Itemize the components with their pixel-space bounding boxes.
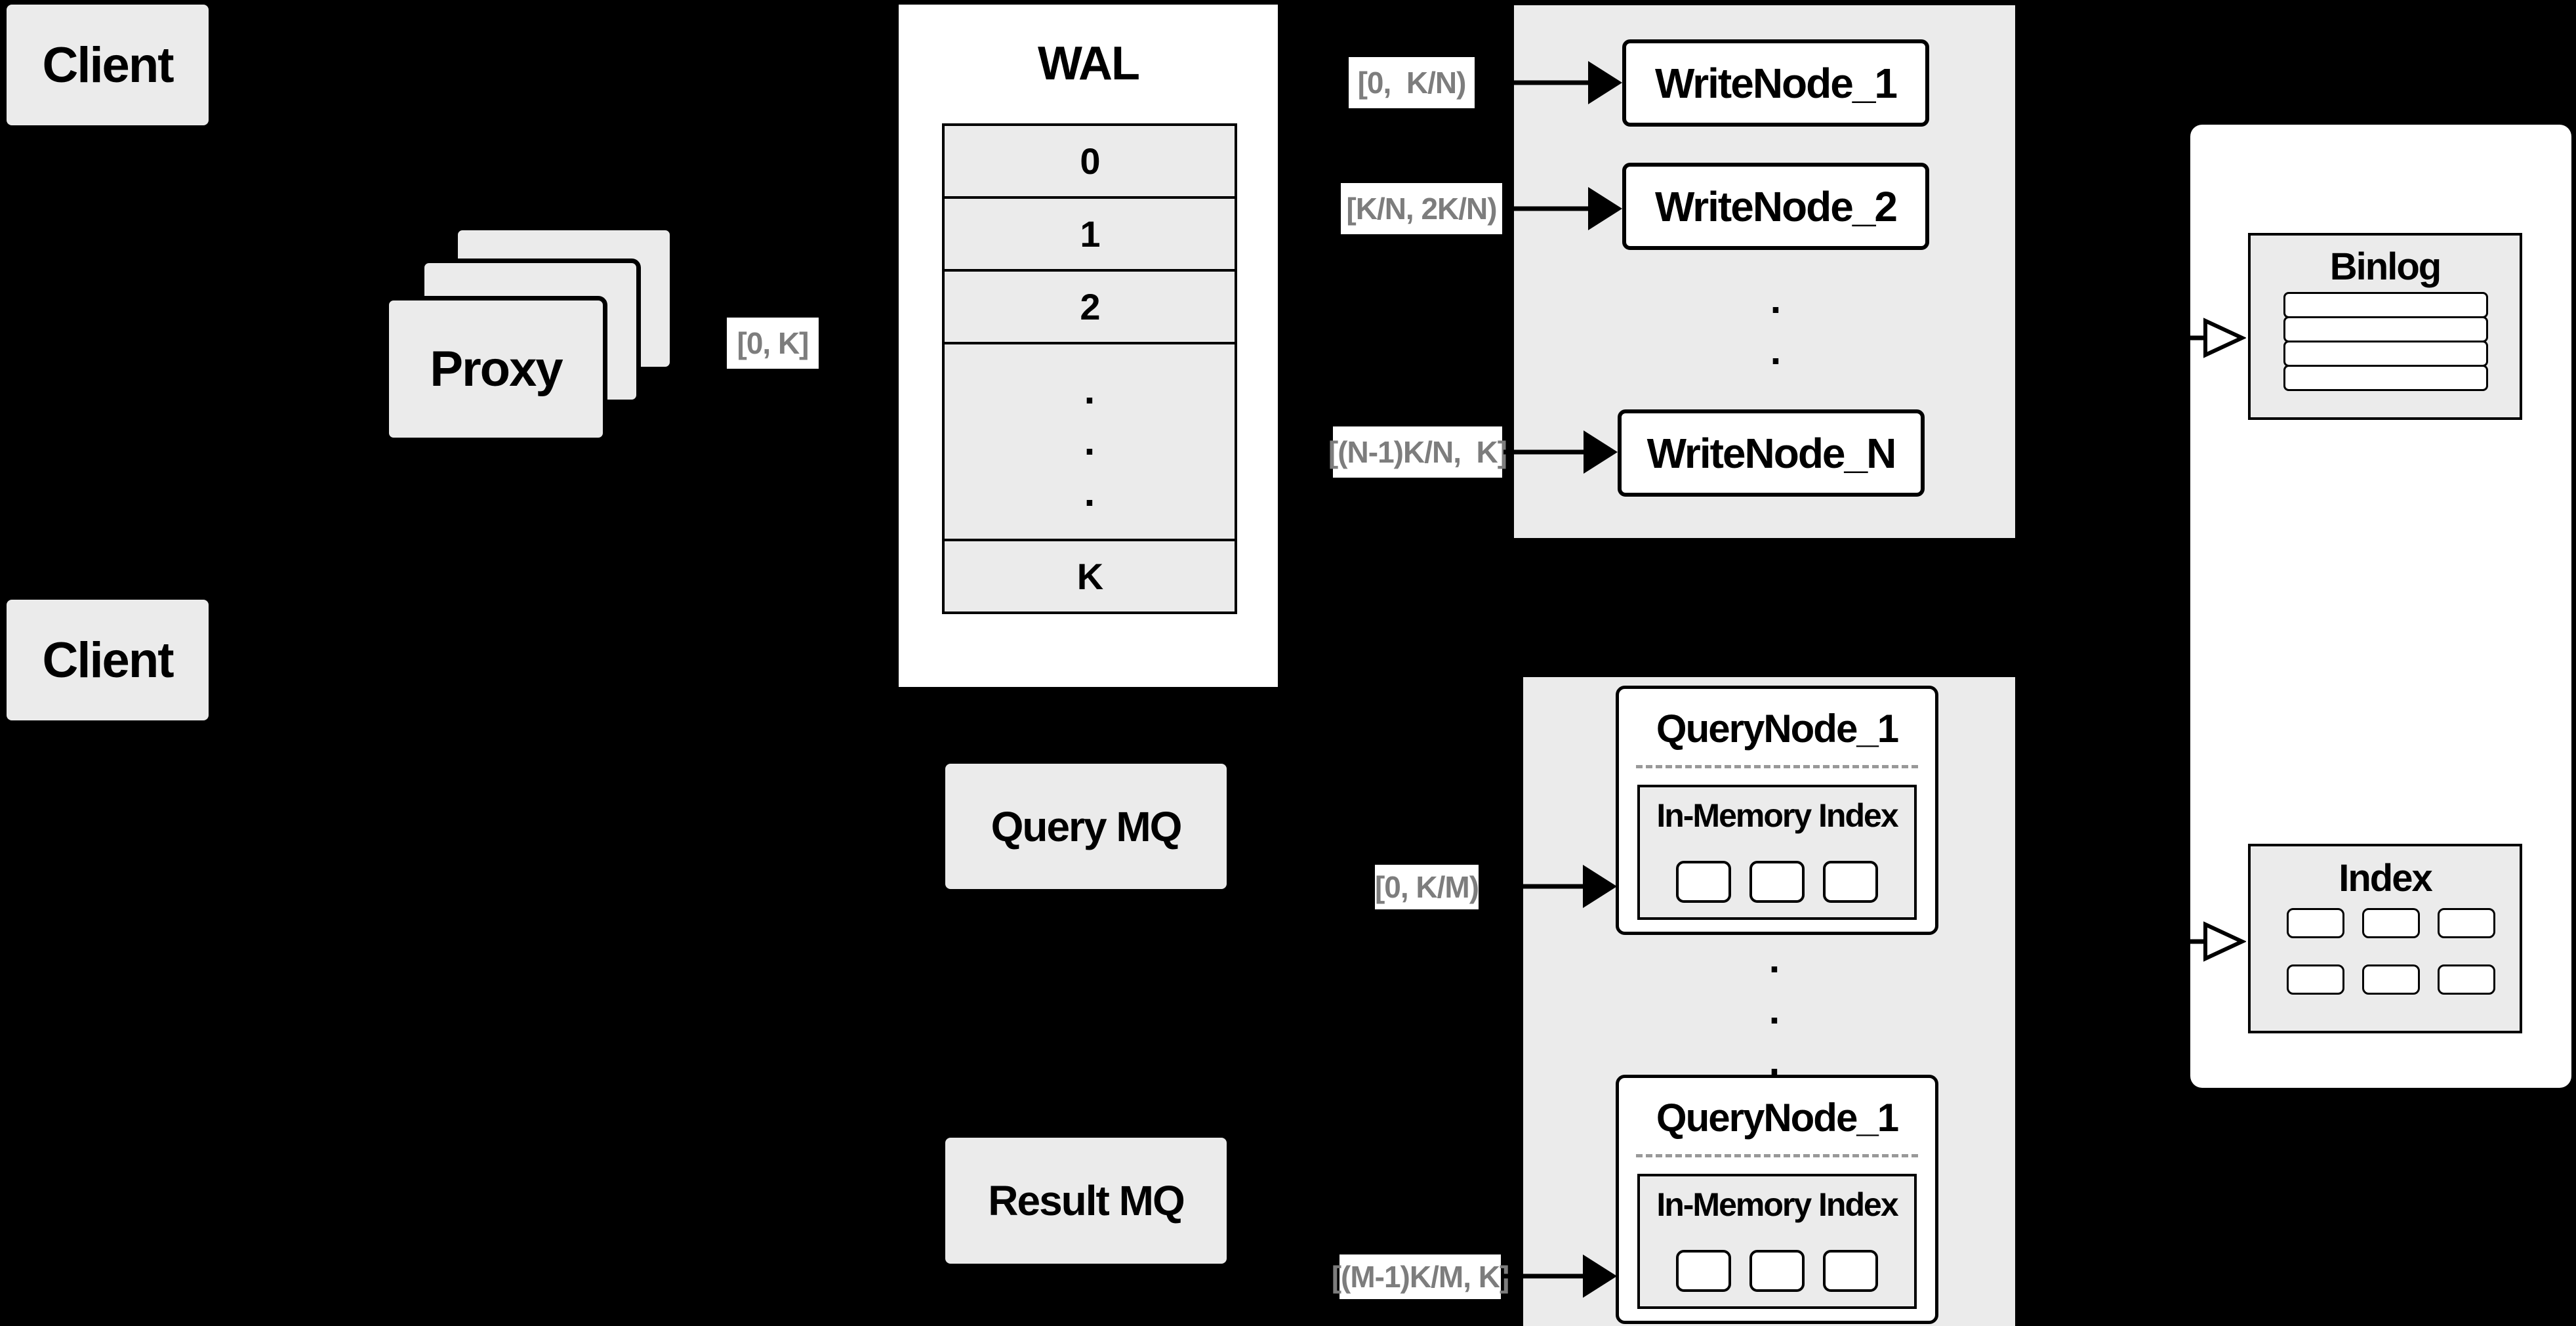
hollow-arrowhead-icon — [2203, 921, 2246, 962]
range-label-write-2: [K/N, 2K/N) — [1341, 183, 1502, 234]
write-ellipsis-dots: . . . — [1770, 278, 1782, 424]
binlog-rows — [2283, 292, 2488, 391]
write-node-ellipsis: . . . — [1756, 272, 1795, 430]
memory-cell — [1749, 1250, 1805, 1292]
client-bottom-label: Client — [42, 632, 174, 688]
index-cells — [2287, 908, 2495, 995]
index-cell — [2438, 908, 2495, 938]
write-node-1: WriteNode_1 — [1622, 39, 1929, 127]
arrow-to-querynode-top — [1480, 864, 1617, 909]
binlog-row — [2283, 341, 2488, 367]
range-label-query-1: [0, K/M) — [1375, 865, 1479, 909]
memory-cell — [1676, 861, 1731, 903]
range-label-proxy: [0, K] — [727, 318, 819, 369]
arrowhead-icon — [1588, 187, 1622, 230]
arrow-shaft — [1476, 80, 1591, 85]
binlog-row — [2283, 316, 2488, 342]
arrow-shaft — [1480, 884, 1585, 889]
query-mq-label: Query MQ — [991, 802, 1183, 850]
arrow-to-writenode-n — [1503, 430, 1618, 474]
index-title: Index — [2339, 856, 2433, 900]
proxy-label: Proxy — [430, 341, 563, 397]
in-memory-index-box-top: In-Memory Index — [1637, 785, 1917, 920]
wal-title: WAL — [1038, 37, 1140, 90]
query-node-bottom-title: QueryNode_1 — [1656, 1095, 1899, 1140]
memory-cell — [1749, 861, 1805, 903]
write-node-2: WriteNode_2 — [1622, 163, 1929, 250]
memory-cell — [1823, 1250, 1878, 1292]
arrow-to-writenode-2 — [1503, 186, 1622, 231]
range-label-write-n: [(N-1)K/N, K] — [1328, 426, 1507, 478]
client-box-top: Client — [7, 5, 209, 125]
query-node-bottom: QueryNode_1 In-Memory Index — [1616, 1075, 1938, 1324]
in-memory-index-title: In-Memory Index — [1656, 1186, 1898, 1223]
hollow-arrow-to-index — [2144, 921, 2246, 962]
result-mq-label: Result MQ — [988, 1177, 1185, 1224]
range-label-write-1: [0, K/N) — [1349, 57, 1475, 108]
dashed-divider — [1636, 765, 1918, 768]
binlog-row — [2283, 292, 2488, 318]
query-node-top: QueryNode_1 In-Memory Index — [1616, 686, 1938, 935]
wal-row-1: 1 — [942, 196, 1237, 272]
wal-row-0: 0 — [942, 123, 1237, 199]
index-cell — [2362, 908, 2420, 938]
index-cell — [2438, 964, 2495, 995]
wal-row-2: 2 — [942, 269, 1237, 344]
write-node-n: WriteNode_N — [1618, 409, 1925, 497]
binlog-title: Binlog — [2329, 245, 2442, 288]
arrow-shaft — [1502, 1274, 1585, 1279]
client-top-label: Client — [42, 37, 174, 93]
hollow-arrowhead-icon — [2203, 318, 2246, 358]
index-cell — [2362, 964, 2420, 995]
arrow-to-querynode-bottom — [1502, 1254, 1617, 1298]
index-box: Index — [2248, 844, 2522, 1033]
wal-table: 0 1 2 . . . K — [942, 123, 1237, 614]
arrow-shaft — [1503, 206, 1591, 211]
wal-row-ellipsis: . . . — [942, 342, 1237, 541]
proxy-card-front: Proxy — [384, 296, 607, 442]
arrowhead-icon — [1583, 865, 1617, 908]
arrow-to-writenode-1 — [1476, 60, 1622, 105]
index-cell — [2287, 908, 2344, 938]
query-node-ellipsis: . . . — [1755, 937, 1794, 1083]
memory-cell — [1676, 1250, 1731, 1292]
memory-cells — [1640, 1250, 1914, 1292]
write-node-2-label: WriteNode_2 — [1654, 182, 1898, 230]
write-node-1-label: WriteNode_1 — [1654, 59, 1898, 107]
query-mq-box: Query MQ — [945, 764, 1227, 889]
write-node-n-label: WriteNode_N — [1646, 429, 1897, 477]
wal-row-k: K — [942, 539, 1237, 614]
query-ellipsis-dots: . . . — [1768, 937, 1780, 1083]
in-memory-index-title: In-Memory Index — [1656, 797, 1898, 834]
range-label-query-m: [(M-1)K/M, K] — [1332, 1254, 1509, 1299]
query-node-top-title: QueryNode_1 — [1656, 706, 1899, 751]
client-box-bottom: Client — [7, 600, 209, 720]
index-cell — [2287, 964, 2344, 995]
arrow-shaft — [1503, 449, 1586, 455]
binlog-row — [2283, 365, 2488, 391]
result-mq-box: Result MQ — [945, 1138, 1227, 1264]
arrowhead-icon — [1588, 61, 1622, 104]
hollow-arrow-to-binlog — [2144, 318, 2246, 358]
wal-panel: WAL 0 1 2 . . . K — [896, 2, 1280, 690]
arrowhead-icon — [1583, 1254, 1617, 1298]
in-memory-index-box-bottom: In-Memory Index — [1637, 1174, 1917, 1309]
memory-cell — [1823, 861, 1878, 903]
memory-cells — [1640, 861, 1914, 903]
binlog-box: Binlog — [2248, 233, 2522, 420]
store-engine-panel: Store Engine Binlog Index — [2190, 125, 2571, 1088]
arrowhead-icon — [1584, 430, 1618, 474]
dashed-divider — [1636, 1154, 1918, 1157]
wal-ellipsis-dots: . . . — [1084, 368, 1095, 514]
